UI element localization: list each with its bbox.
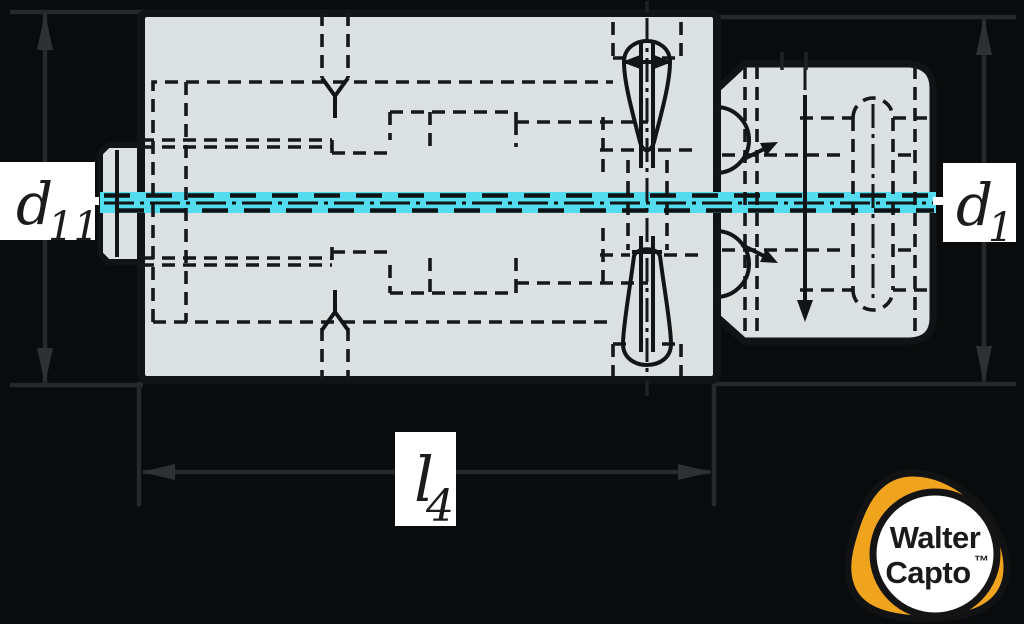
walter-capto-logo: Walter Capto ™ (844, 469, 1011, 623)
logo-tm-mark: ™ (974, 553, 989, 570)
arrow-up-icon (976, 18, 992, 55)
arrow-down-icon (797, 300, 813, 322)
arrow-down-right-icon (760, 249, 778, 263)
coupling-arcs (715, 105, 751, 299)
dimension-d1-arrows (976, 18, 992, 383)
label-d1-sub: 1 (988, 205, 1013, 251)
label-box (395, 432, 456, 526)
inner-step-lines (141, 138, 390, 267)
extension-line (136, 382, 717, 506)
extension-line (712, 14, 1016, 387)
arrow-up-icon (37, 13, 53, 50)
label-d11: d 11 (0, 162, 99, 250)
thread-profile (388, 110, 648, 295)
label-d11-base: d (16, 170, 53, 238)
label-l4: l 4 (395, 432, 456, 532)
arrow-down-icon (37, 348, 53, 384)
label-box (0, 162, 95, 240)
logo-text-walter: Walter (890, 520, 981, 555)
axis-tick-marks (645, 1, 808, 396)
dimension-l4-arrows (141, 464, 712, 480)
center-line-white-tick-right (933, 197, 944, 205)
lower-clamp-screw (632, 236, 662, 352)
logo-circle (869, 488, 1001, 620)
dimension-d11-arrows (37, 13, 53, 384)
label-l4-sub: 4 (425, 481, 454, 532)
arrow-left-icon (141, 464, 175, 480)
arrow-right-icon (654, 55, 672, 69)
arrow-up-right-icon (760, 142, 778, 156)
extension-line (10, 9, 143, 388)
arrow-right-icon (678, 464, 712, 480)
axis-ticks (645, 1, 808, 396)
label-box (943, 163, 1016, 242)
center-line-edge-dashes (104, 193, 934, 213)
coolant-hole-lines (320, 13, 350, 380)
label-d11-sub: 11 (48, 204, 99, 250)
arrow-left-icon (622, 55, 640, 69)
flange-axis (803, 66, 875, 304)
bore-outline (151, 80, 613, 324)
arrow-down-icon (976, 346, 992, 383)
label-l4-base: l (414, 443, 434, 516)
slot-side-lines (600, 117, 700, 288)
internal-arrowheads (622, 55, 813, 322)
logo-text-capto: Capto (885, 555, 970, 590)
label-d1: d 1 (943, 163, 1016, 251)
coolant-funnel (320, 76, 350, 332)
label-d1-base: d (956, 171, 993, 239)
center-line-dashes (104, 193, 934, 213)
